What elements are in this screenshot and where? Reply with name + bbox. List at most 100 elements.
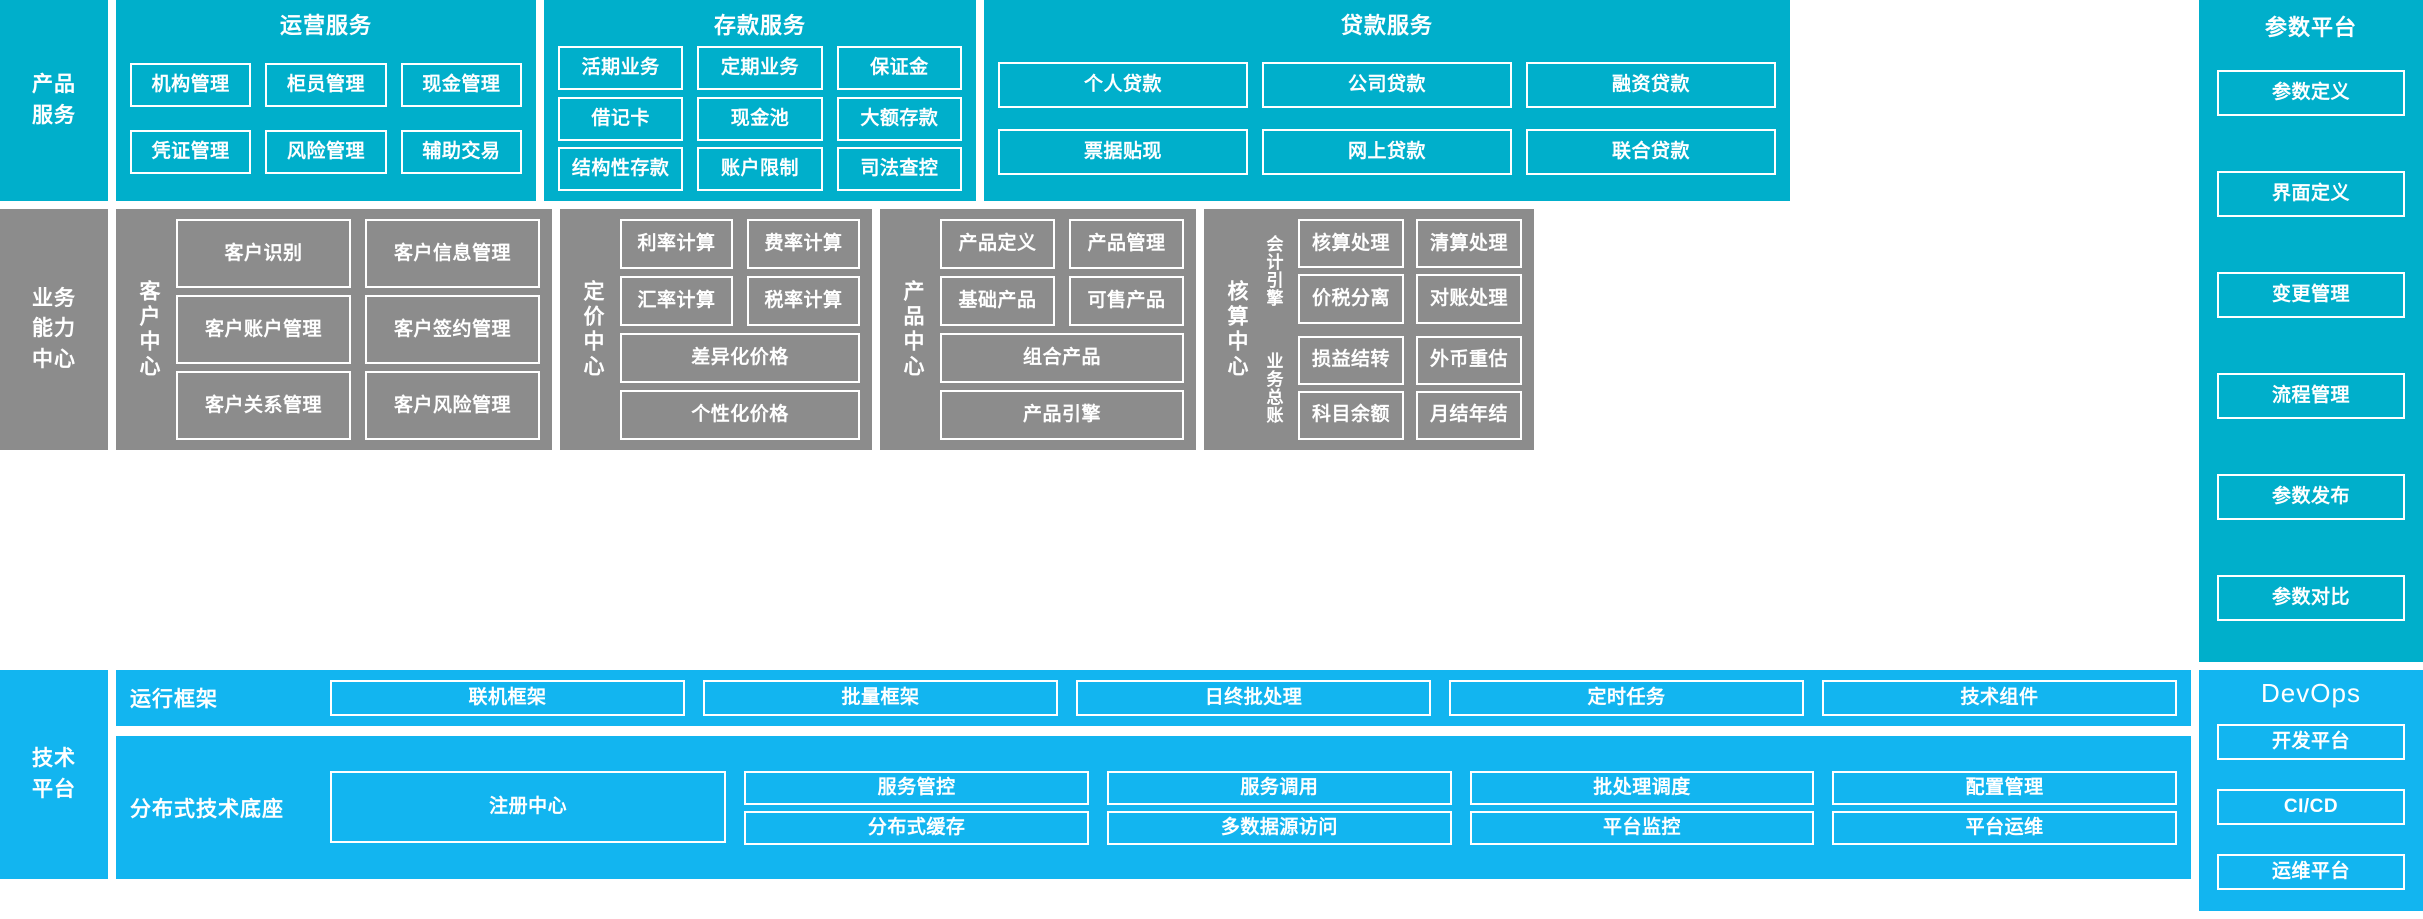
parameter-tile[interactable]: 流程管理: [2217, 372, 2405, 419]
capability-tile[interactable]: 税率计算: [747, 276, 860, 326]
capability-tile[interactable]: 客户信息管理: [365, 219, 540, 288]
service-tile[interactable]: 凭证管理: [130, 130, 252, 174]
capability-tile[interactable]: 客户账户管理: [176, 295, 351, 364]
capability-tile[interactable]: 价税分离: [1298, 274, 1404, 324]
tech-tile[interactable]: 平台监控: [1469, 810, 1815, 845]
devops-tile[interactable]: 开发平台: [2217, 724, 2405, 761]
runtime-framework-items: 联机框架 批量框架 日终批处理 定时任务 技术组件: [330, 680, 2177, 716]
center-row: 科目余额 月结年结: [1298, 390, 1522, 440]
accounting-subgroup-engine: 会计引擎 核算处理 清算处理 价税分离 对账处理: [1256, 219, 1522, 324]
service-tile[interactable]: 结构性存款: [558, 146, 684, 191]
service-tile[interactable]: 辅助交易: [400, 130, 522, 174]
capability-tile[interactable]: 客户风险管理: [365, 371, 540, 440]
tech-tile[interactable]: 服务管控: [744, 770, 1090, 805]
capability-tile[interactable]: 差异化价格: [620, 333, 860, 383]
center-title-product: 产品中心: [901, 279, 924, 380]
capability-tile[interactable]: 月结年结: [1416, 390, 1522, 440]
service-tile[interactable]: 网上贷款: [1262, 129, 1512, 176]
service-tile[interactable]: 联合贷款: [1526, 129, 1776, 176]
service-tile[interactable]: 风险管理: [265, 130, 387, 174]
capability-tile[interactable]: 产品定义: [940, 219, 1055, 269]
center-title-customer: 客户中心: [137, 279, 160, 380]
loan-services-row: 票据贴现 网上贷款 联合贷款: [998, 129, 1776, 176]
capability-tile[interactable]: 组合产品: [940, 333, 1184, 383]
parameter-tile[interactable]: 界面定义: [2217, 170, 2405, 217]
center-customer: 客户中心 客户识别 客户信息管理 客户账户管理 客户签约管理 客: [116, 209, 552, 450]
tech-tile[interactable]: 平台运维: [1832, 810, 2177, 845]
group-title-deposit-services: 存款服务: [713, 13, 806, 38]
service-tile[interactable]: 票据贴现: [998, 129, 1248, 176]
service-tile[interactable]: 机构管理: [130, 63, 252, 107]
service-tile[interactable]: 融资贷款: [1526, 61, 1776, 108]
capability-tile[interactable]: 利率计算: [620, 219, 733, 269]
band-label-technical-platform: 技术 平台: [0, 670, 108, 879]
parameter-tile[interactable]: 参数定义: [2217, 69, 2405, 116]
parameter-tile[interactable]: 参数对比: [2217, 574, 2405, 621]
operation-services-row: 机构管理 柜员管理 现金管理: [130, 63, 522, 107]
tech-tile[interactable]: 分布式缓存: [744, 810, 1090, 845]
capability-tile[interactable]: 客户关系管理: [176, 371, 351, 440]
center-row: 客户识别 客户信息管理: [176, 219, 540, 288]
deposit-services-row: 活期业务 定期业务 保证金: [558, 46, 962, 91]
service-tile[interactable]: 大额存款: [836, 96, 962, 141]
service-tile[interactable]: 借记卡: [558, 96, 684, 141]
capability-tile[interactable]: 对账处理: [1416, 274, 1522, 324]
service-tile[interactable]: 公司贷款: [1262, 61, 1512, 108]
service-tile[interactable]: 账户限制: [697, 146, 823, 191]
tech-tile[interactable]: 定时任务: [1449, 680, 1804, 716]
capability-tile[interactable]: 损益结转: [1298, 335, 1404, 385]
tech-tile[interactable]: 批处理调度: [1469, 770, 1815, 805]
capability-tile[interactable]: 产品管理: [1069, 219, 1184, 269]
capability-tile[interactable]: 外币重估: [1416, 335, 1522, 385]
tech-tile[interactable]: 联机框架: [330, 680, 685, 716]
tech-tile[interactable]: 多数据源访问: [1107, 810, 1452, 845]
service-tile[interactable]: 个人贷款: [998, 61, 1248, 108]
devops-tile[interactable]: CI/CD: [2217, 788, 2405, 825]
service-tile[interactable]: 保证金: [836, 46, 962, 91]
center-row: 产品引擎: [940, 390, 1184, 440]
tech-tile[interactable]: 配置管理: [1832, 770, 2177, 805]
capability-tile[interactable]: 产品引擎: [940, 390, 1184, 440]
left-stack: 产品 服务 运营服务 机构管理 柜员管理 现金管理: [0, 0, 2191, 450]
tech-tile[interactable]: 注册中心: [330, 770, 727, 843]
lower-section: 技术 平台 运行框架 联机框架 批量框架 日终批处理: [0, 670, 2423, 911]
capability-tile[interactable]: 可售产品: [1069, 276, 1184, 326]
capability-tile[interactable]: 基础产品: [940, 276, 1055, 326]
tech-column: 定时任务: [1449, 680, 1804, 716]
subgroup-title-accounting-engine: 会计引擎: [1263, 235, 1283, 308]
center-product: 产品中心 产品定义 产品管理 基础产品 可售产品 组合产品: [880, 209, 1196, 450]
tech-column: 服务管控 分布式缓存: [744, 770, 1090, 845]
tech-tile[interactable]: 批量框架: [703, 680, 1058, 716]
capability-tile[interactable]: 科目余额: [1298, 390, 1404, 440]
service-tile[interactable]: 司法查控: [836, 146, 962, 191]
capability-tile[interactable]: 费率计算: [747, 219, 860, 269]
tech-tile[interactable]: 日终批处理: [1076, 680, 1431, 716]
group-devops: DevOps 开发平台 CI/CD 运维平台: [2199, 670, 2423, 911]
capability-tile[interactable]: 清算处理: [1416, 219, 1522, 269]
capability-tile[interactable]: 客户识别: [176, 219, 351, 288]
capability-tile[interactable]: 个性化价格: [620, 390, 860, 440]
service-tile[interactable]: 现金池: [697, 96, 823, 141]
capability-tile[interactable]: 客户签约管理: [365, 295, 540, 364]
tech-tile[interactable]: 服务调用: [1107, 770, 1452, 805]
subgroup-title-general-ledger: 业务总账: [1263, 351, 1283, 424]
devops-tile[interactable]: 运维平台: [2217, 853, 2405, 890]
tech-tile[interactable]: 技术组件: [1822, 680, 2177, 716]
capability-tile[interactable]: 汇率计算: [620, 276, 733, 326]
service-tile[interactable]: 现金管理: [400, 63, 522, 107]
devops-items: 开发平台 CI/CD 运维平台: [2217, 713, 2405, 901]
loan-services-rows: 个人贷款 公司贷款 融资贷款 票据贴现 网上贷款 联合贷款: [998, 46, 1776, 191]
service-tile[interactable]: 柜员管理: [265, 63, 387, 107]
center-title-accounting: 核算中心: [1225, 279, 1248, 380]
center-row: 损益结转 外币重估: [1298, 335, 1522, 385]
parameter-tile[interactable]: 参数发布: [2217, 473, 2405, 520]
service-tile[interactable]: 活期业务: [558, 46, 684, 91]
label-line: 服务: [32, 103, 76, 127]
capability-tile[interactable]: 核算处理: [1298, 219, 1404, 269]
product-services-band: 产品 服务 运营服务 机构管理 柜员管理 现金管理: [0, 0, 2191, 201]
parameter-tile[interactable]: 变更管理: [2217, 271, 2405, 318]
center-row: 基础产品 可售产品: [940, 276, 1184, 326]
group-title-loan-services: 贷款服务: [1340, 13, 1433, 38]
service-tile[interactable]: 定期业务: [697, 46, 823, 91]
